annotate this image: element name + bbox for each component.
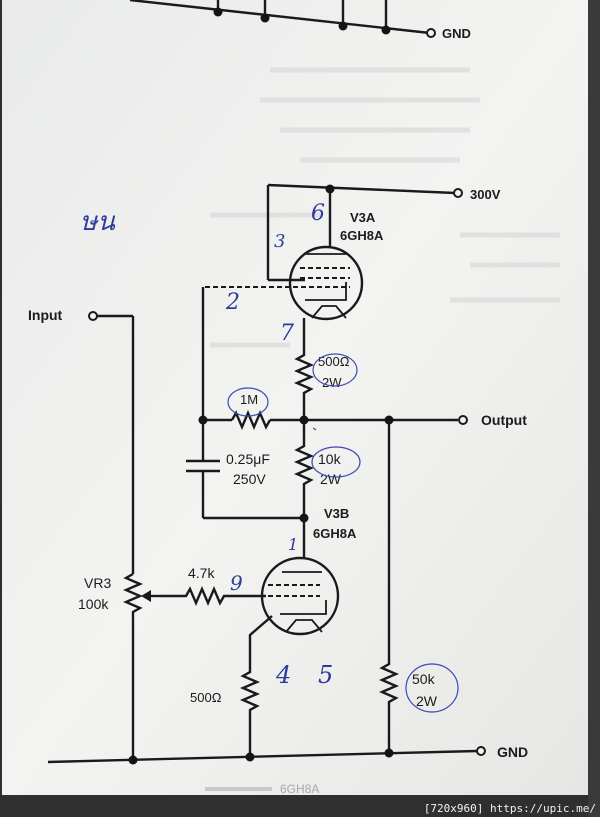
- output-label: Output: [481, 412, 527, 428]
- r47k-label: 4.7k: [188, 565, 215, 581]
- vr3-value: 100k: [78, 596, 109, 612]
- bleed-through-lines: [210, 67, 560, 348]
- r500-top-value: 500Ω: [318, 354, 350, 369]
- handwritten-pin5: 5: [318, 661, 333, 689]
- bottom-dark-strip: [0, 795, 600, 817]
- pen-tick: [312, 427, 317, 431]
- b-plus-rail: [266, 183, 463, 282]
- bottom-gnd-bus: [47, 746, 486, 765]
- right-dark-strip: [588, 0, 600, 817]
- feedback-node: [198, 409, 468, 431]
- pen-circle-1m: [227, 387, 269, 417]
- tube-v3a: [205, 245, 364, 321]
- v3b-name: V3B: [324, 506, 349, 521]
- handwritten-pin4: 4: [275, 661, 291, 689]
- paper-sheet: [2, 0, 588, 795]
- gnd-top-label: GND: [442, 26, 471, 41]
- v3a-type: 6GH8A: [340, 228, 384, 243]
- top-gnd-bus: [129, 0, 436, 38]
- handwritten-pin9: 9: [230, 571, 243, 595]
- image-host-caption: [720x960] https://upic.me/: [423, 802, 596, 815]
- r50k-power: 2W: [416, 693, 438, 709]
- cap-value: 0.25μF: [226, 451, 270, 467]
- pen-circle-10k: [311, 446, 361, 478]
- pen-circle-50k: [405, 663, 459, 713]
- handwritten-pin3: 3: [274, 231, 285, 252]
- v3b-cathode-wire: [248, 615, 273, 668]
- handwritten-pin7: 7: [280, 321, 294, 346]
- handwritten-pin2: 2: [225, 290, 240, 315]
- r500-top-power: 2W: [322, 375, 342, 390]
- r10k-value: 10k: [318, 451, 342, 467]
- input-label: Input: [28, 307, 63, 323]
- pen-circle-500: [312, 353, 358, 387]
- cap-voltage: 250V: [233, 471, 266, 487]
- vr3-name: VR3: [84, 575, 111, 591]
- resistor-500-top: [293, 350, 315, 420]
- handwritten-pin1: 1: [288, 535, 298, 554]
- handwritten-pin6: 6: [311, 201, 325, 226]
- resistor-500-bottom: [239, 668, 261, 760]
- v3b-type: 6GH8A: [313, 526, 357, 541]
- bottom-caption: 6GH8A: [280, 782, 319, 796]
- capacitor-025uf: [186, 420, 304, 520]
- r1m-label: 1M: [240, 392, 258, 407]
- v3a-name: V3A: [350, 210, 376, 225]
- r10k-power: 2W: [320, 471, 342, 487]
- r500-bottom-label: 500Ω: [190, 690, 222, 705]
- input-wiring: [88, 311, 266, 760]
- tube-v3b: [260, 556, 340, 636]
- handwritten-corner-note: ษน: [80, 207, 116, 237]
- v300-label: 300V: [470, 187, 501, 202]
- resistor-10k: [293, 420, 315, 518]
- resistor-50k: [378, 420, 400, 752]
- gnd-bottom-label: GND: [497, 744, 528, 760]
- r50k-value: 50k: [412, 671, 436, 687]
